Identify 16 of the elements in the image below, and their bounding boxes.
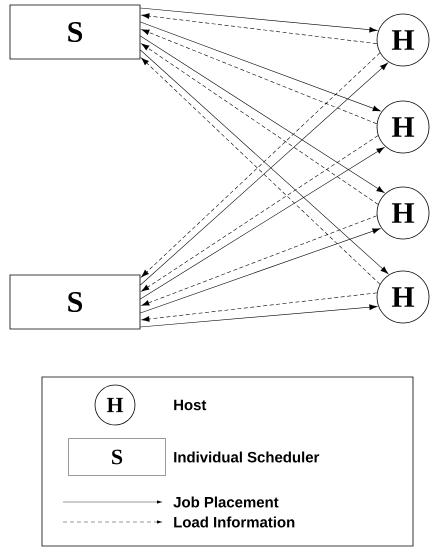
arrow <box>140 8 378 33</box>
arrow <box>140 228 380 314</box>
scheduler-box: S <box>10 4 140 60</box>
arrow <box>141 292 378 322</box>
legend-text: Host <box>174 400 206 410</box>
legend-text: Individual Scheduler <box>174 452 320 462</box>
arrow <box>140 22 381 112</box>
arrow <box>141 29 378 124</box>
legend-text: Load Information <box>174 516 294 528</box>
arrow <box>141 215 378 306</box>
legend-text: Job Placement <box>173 496 278 508</box>
scheduler-box: S <box>10 274 140 330</box>
arrow <box>140 304 378 328</box>
legend-scheduler-sample: S <box>68 438 166 476</box>
legend-host-sample: H <box>94 384 136 426</box>
arrow <box>141 13 378 44</box>
